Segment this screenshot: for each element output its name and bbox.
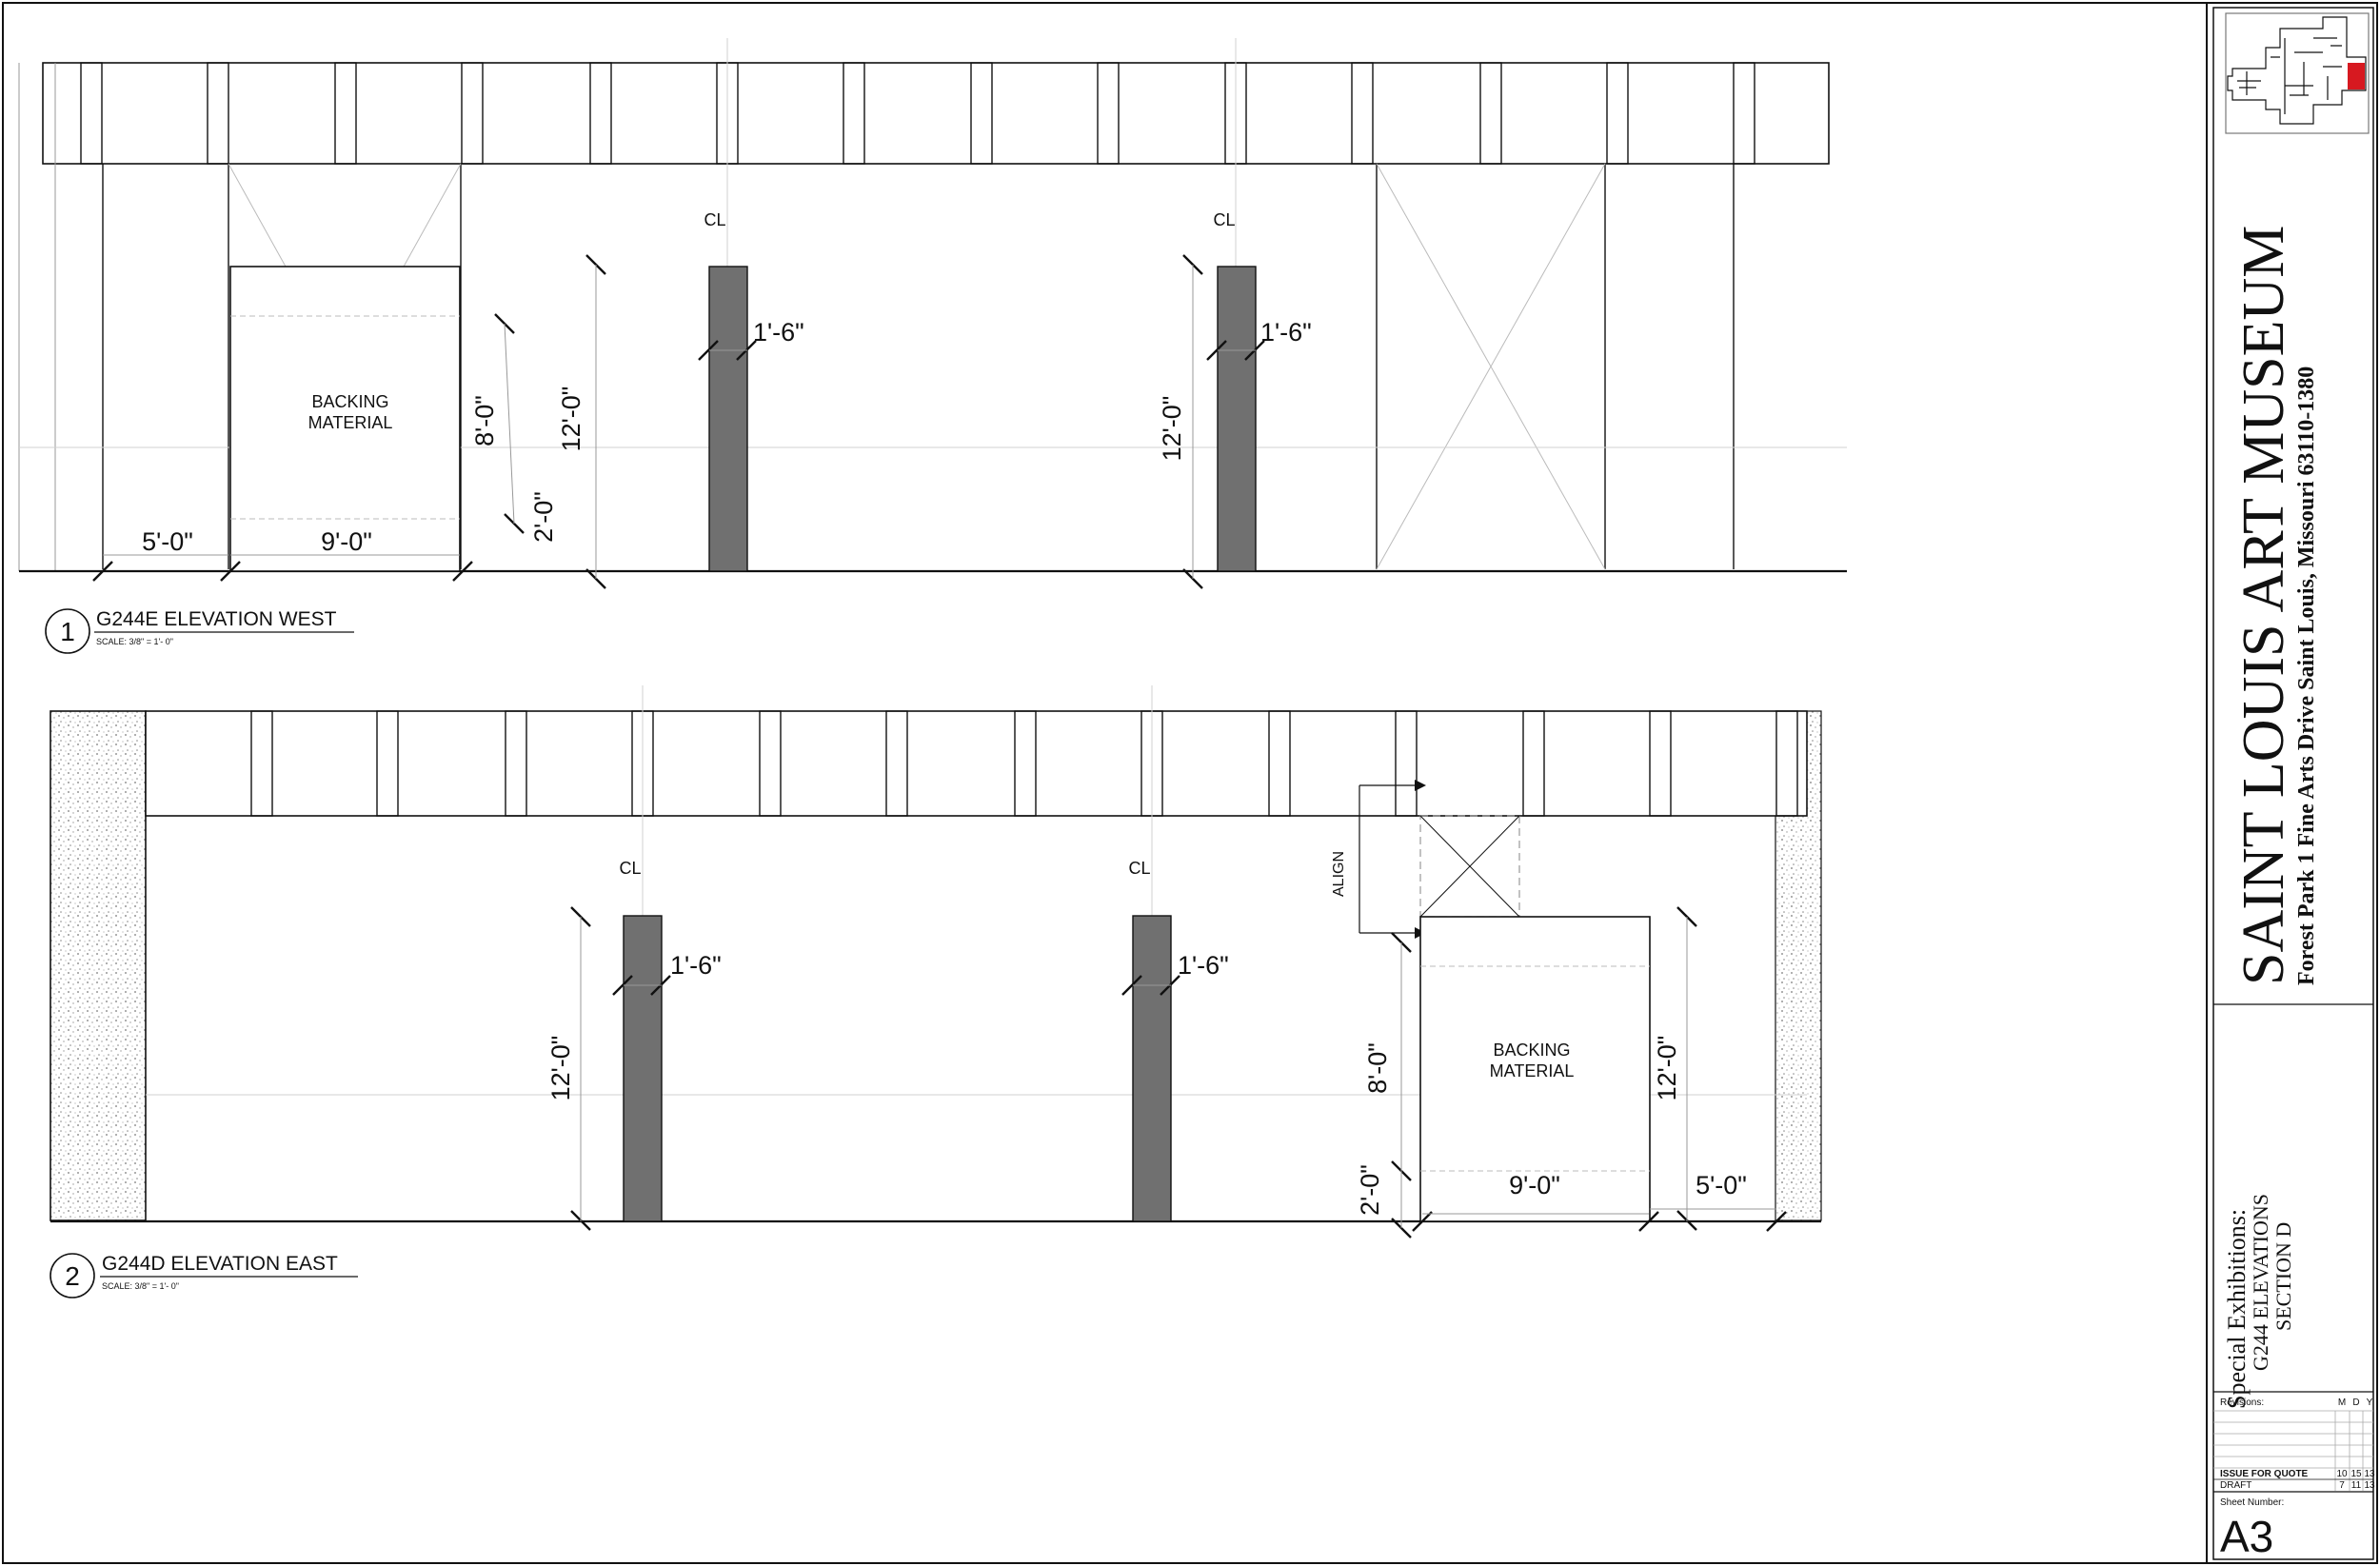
elevation-scale: SCALE: 3/8" = 1'- 0" — [102, 1281, 179, 1291]
rev2-m: 7 — [2339, 1480, 2345, 1491]
rev-col-y: Y — [2367, 1398, 2373, 1408]
wall-panel-lines — [102, 164, 1735, 569]
backing-label-line1: BACKING — [1493, 1041, 1570, 1060]
elevation-title: G244E ELEVATION WEST — [96, 608, 337, 630]
align-arrow-top — [1415, 780, 1426, 791]
titleblock-frame — [2212, 7, 2374, 1560]
rev1-label: ISSUE FOR QUOTE — [2220, 1469, 2309, 1479]
elevation-west: BACKING MATERIAL CL CL — [18, 38, 1847, 654]
sheet-number-label: Sheet Number: — [2220, 1497, 2284, 1508]
dim-pier-width-b: 1'-6" — [1178, 951, 1229, 980]
elevation-east: CL CL ALIGN BACKING MATERIAL — [50, 685, 1822, 1298]
elevation-title: G244D ELEVATION EAST — [102, 1253, 338, 1275]
sheet-number: A3 — [2220, 1512, 2273, 1561]
rev2-y: 13 — [2364, 1480, 2375, 1491]
dimension-ticks — [92, 254, 1265, 589]
pier-a — [708, 266, 748, 572]
museum-address: Forest Park 1 Fine Arts Drive Saint Loui… — [2294, 367, 2319, 985]
dim-pier-width-a: 1'-6" — [753, 318, 804, 347]
revisions-grid — [2213, 1410, 2373, 1491]
elevation-scale: SCALE: 3/8" = 1'- 0" — [96, 637, 173, 646]
dim-right-height: 12'-0" — [1653, 1036, 1681, 1101]
centerline-mark-b: CL — [1128, 859, 1150, 878]
centerline-mark-a: CL — [704, 210, 725, 229]
rev1-y: 13 — [2364, 1469, 2375, 1479]
title-block: SAINT LOUIS ART MUSEUM Forest Park 1 Fin… — [2213, 12, 2375, 1561]
end-wall-left — [50, 710, 147, 1221]
dim-backing-width: 9'-0" — [321, 527, 372, 556]
backing-label-line1: BACKING — [311, 392, 388, 411]
dim-left-offset: 5'-0" — [142, 527, 193, 556]
dim-backing-sill: 2'-0" — [1356, 1164, 1384, 1216]
centerline-mark-b: CL — [1213, 210, 1235, 229]
centerline-mark-a: CL — [619, 859, 641, 878]
dim-pier-width-b: 1'-6" — [1260, 318, 1312, 347]
elevation-number-circle — [45, 608, 90, 654]
rev-col-d: D — [2352, 1398, 2359, 1408]
dim-pier-height-b: 12'-0" — [1158, 396, 1186, 462]
museum-name: SAINT LOUIS ART MUSEUM — [2231, 226, 2296, 985]
beam-band — [42, 62, 1830, 165]
align-label: ALIGN — [1331, 851, 1347, 897]
backing-material-panel — [229, 266, 461, 572]
elevation-number-circle — [50, 1253, 95, 1298]
dim-backing-width: 9'-0" — [1509, 1171, 1560, 1199]
project-line1: Special Exhibitions: — [2223, 1209, 2251, 1409]
rev1-d: 15 — [2350, 1469, 2362, 1479]
key-plan — [2225, 12, 2370, 134]
rev1-m: 10 — [2336, 1469, 2348, 1479]
panel-x-mark — [228, 163, 1606, 570]
beam-band — [145, 710, 1808, 817]
dim-pier-height: 12'-0" — [546, 1036, 575, 1101]
dim-pier-width-a: 1'-6" — [670, 951, 722, 980]
dim-backing-height: 8'-0" — [1363, 1042, 1392, 1094]
dim-right-offset: 5'-0" — [1696, 1171, 1747, 1199]
pier-a — [623, 915, 663, 1222]
revisions-label: Revisions: — [2220, 1398, 2264, 1408]
beam-posts — [80, 62, 1755, 165]
elevation-number: 2 — [65, 1261, 80, 1291]
align-x-line2 — [1419, 815, 1520, 918]
project-line2: G244 ELEVATIONS — [2249, 1194, 2272, 1371]
pier-b — [1132, 915, 1172, 1222]
dim-backing-height: 8'-0" — [470, 395, 499, 446]
rev2-label: DRAFT — [2220, 1480, 2251, 1491]
backing-label-line2: MATERIAL — [308, 413, 393, 432]
project-line3: SECTION D — [2271, 1222, 2295, 1331]
dim-backing-sill: 2'-0" — [529, 491, 558, 543]
dim-wall-height: 12'-0" — [557, 387, 585, 452]
dimension-lines — [103, 265, 1256, 579]
elevation-number: 1 — [60, 617, 75, 646]
pier-b — [1217, 266, 1257, 572]
backing-label-line2: MATERIAL — [1490, 1061, 1575, 1080]
dimension-lines — [580, 917, 1776, 1228]
rev-col-m: M — [2338, 1398, 2346, 1408]
key-plan-highlight — [2348, 63, 2365, 89]
rev2-d: 11 — [2351, 1480, 2362, 1491]
